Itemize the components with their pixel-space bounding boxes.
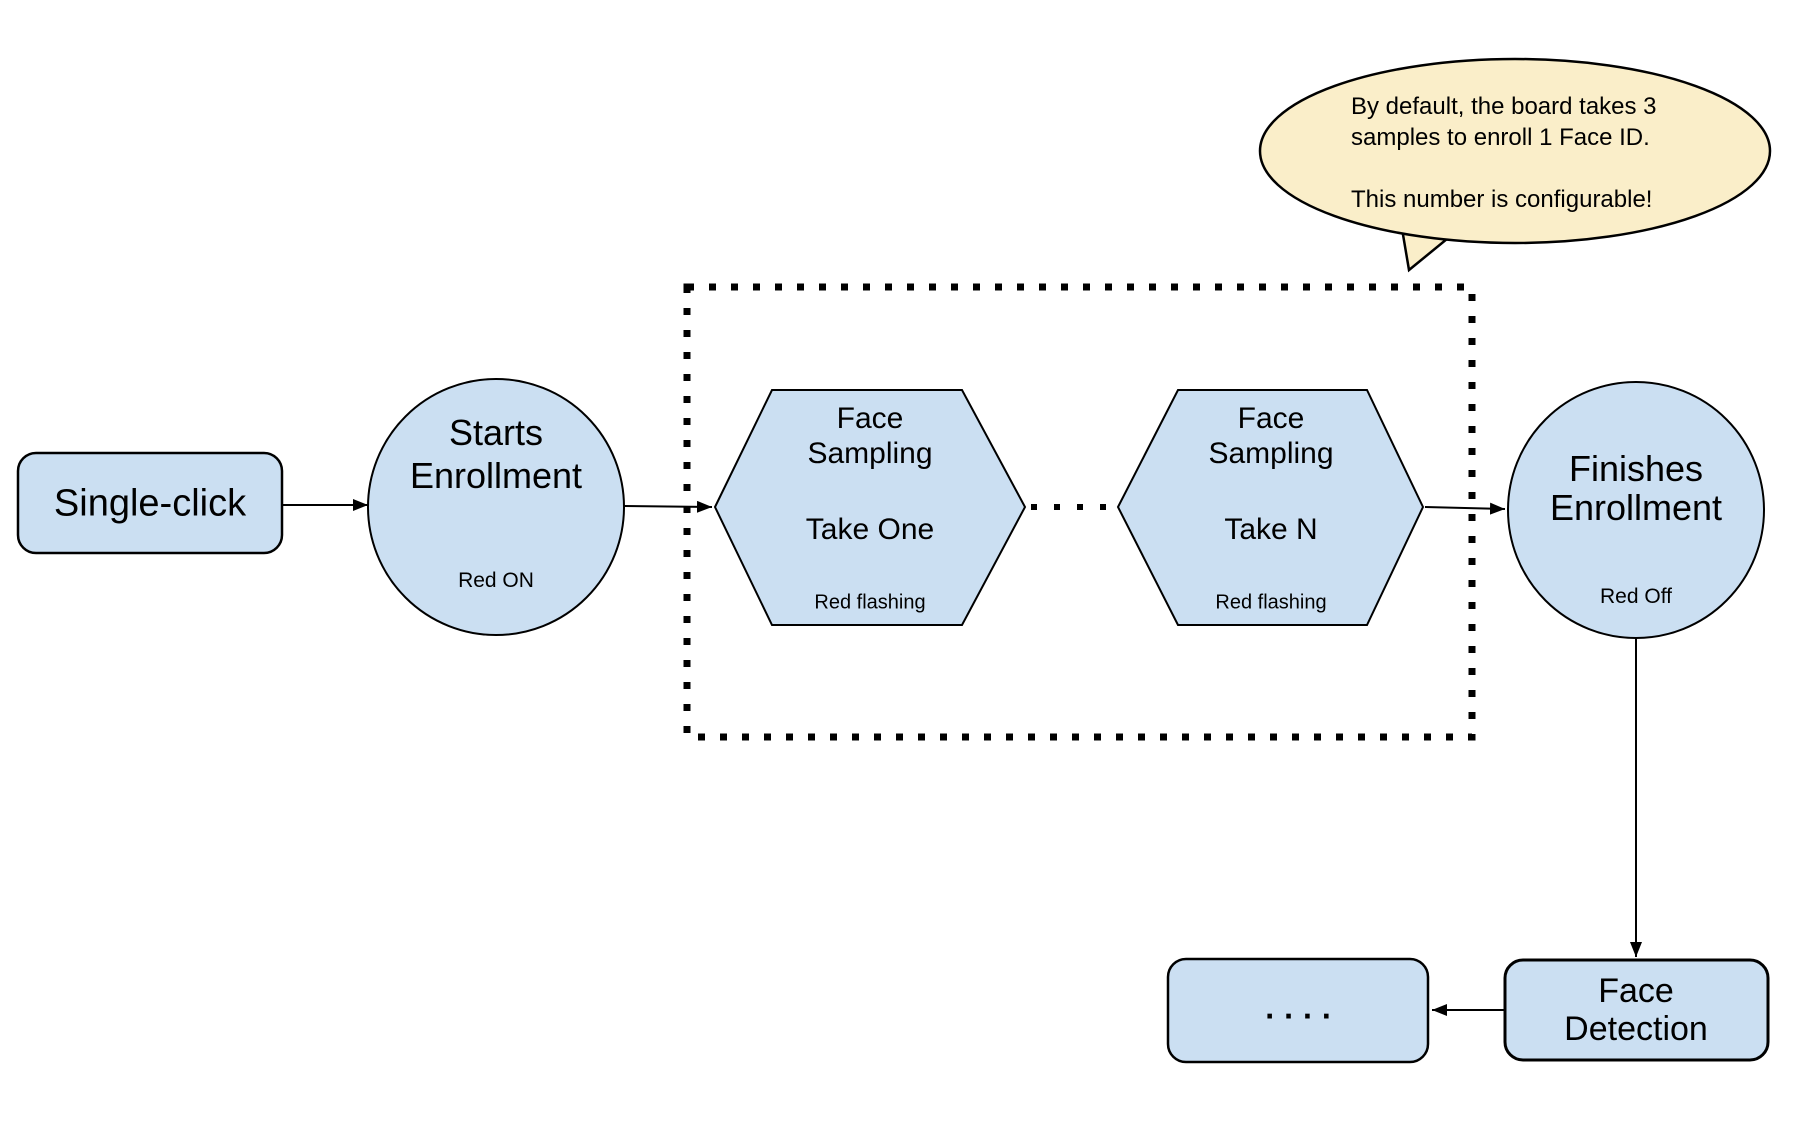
face-sampling-n-label-line1: Face bbox=[1237, 402, 1305, 435]
face-sampling-n-label-line2: Sampling bbox=[1208, 437, 1334, 470]
face-sampling-n-take-label: Take N bbox=[1224, 513, 1318, 546]
face-detection-label: Face Detection bbox=[1564, 972, 1708, 1048]
face-sampling-one-take-label: Take One bbox=[805, 513, 935, 546]
continuation-node bbox=[1166, 957, 1430, 1064]
starts-enrollment-label: Starts Enrollment bbox=[410, 411, 582, 497]
continuation-label: .... bbox=[1265, 989, 1341, 1026]
starts-enrollment-label-line1: Starts bbox=[448, 412, 544, 453]
face-sampling-one-label: Face Sampling bbox=[807, 401, 932, 471]
face-sampling-n-label: Face Sampling bbox=[1208, 401, 1333, 471]
callout-line-3: This number is configurable! bbox=[1351, 186, 1653, 213]
face-detection-label-line2: Detection bbox=[1564, 1010, 1708, 1048]
callout-line-blank bbox=[1351, 153, 1657, 184]
face-sampling-take-one-node bbox=[713, 389, 1027, 626]
callout-line-1: By default, the board takes 3 bbox=[1351, 93, 1657, 120]
finishes-enrollment-label-line1: Finishes bbox=[1568, 448, 1704, 489]
face-sampling-one-status: Red flashing bbox=[814, 591, 926, 614]
single-click-node bbox=[16, 451, 284, 555]
starts-enrollment-status: Red ON bbox=[458, 569, 534, 592]
face-sampling-one-label-line1: Face bbox=[836, 402, 904, 435]
arrow-sampling-n-to-finishes bbox=[1424, 502, 1506, 515]
callout-text: By default, the board takes 3 samples to… bbox=[1351, 91, 1657, 215]
callout-line-2: samples to enroll 1 Face ID. bbox=[1351, 124, 1650, 151]
finishes-enrollment-status: Red Off bbox=[1600, 585, 1672, 608]
dotted-loop-boundary bbox=[683, 283, 1476, 741]
starts-enrollment-label-line2: Enrollment bbox=[409, 455, 583, 496]
face-sampling-n-status: Red flashing bbox=[1215, 591, 1327, 614]
single-click-label: Single-click bbox=[53, 482, 247, 525]
face-detection-node bbox=[1503, 958, 1770, 1062]
callout-bubble bbox=[1258, 57, 1772, 245]
finishes-enrollment-label-line2: Enrollment bbox=[1549, 487, 1723, 528]
arrow-starts-to-sampling-one bbox=[623, 500, 713, 513]
face-sampling-take-n-node bbox=[1116, 389, 1425, 626]
face-detection-label-line1: Face bbox=[1598, 972, 1674, 1010]
face-sampling-one-label-line2: Sampling bbox=[807, 437, 933, 470]
finishes-enrollment-label: Finishes Enrollment bbox=[1550, 449, 1722, 527]
